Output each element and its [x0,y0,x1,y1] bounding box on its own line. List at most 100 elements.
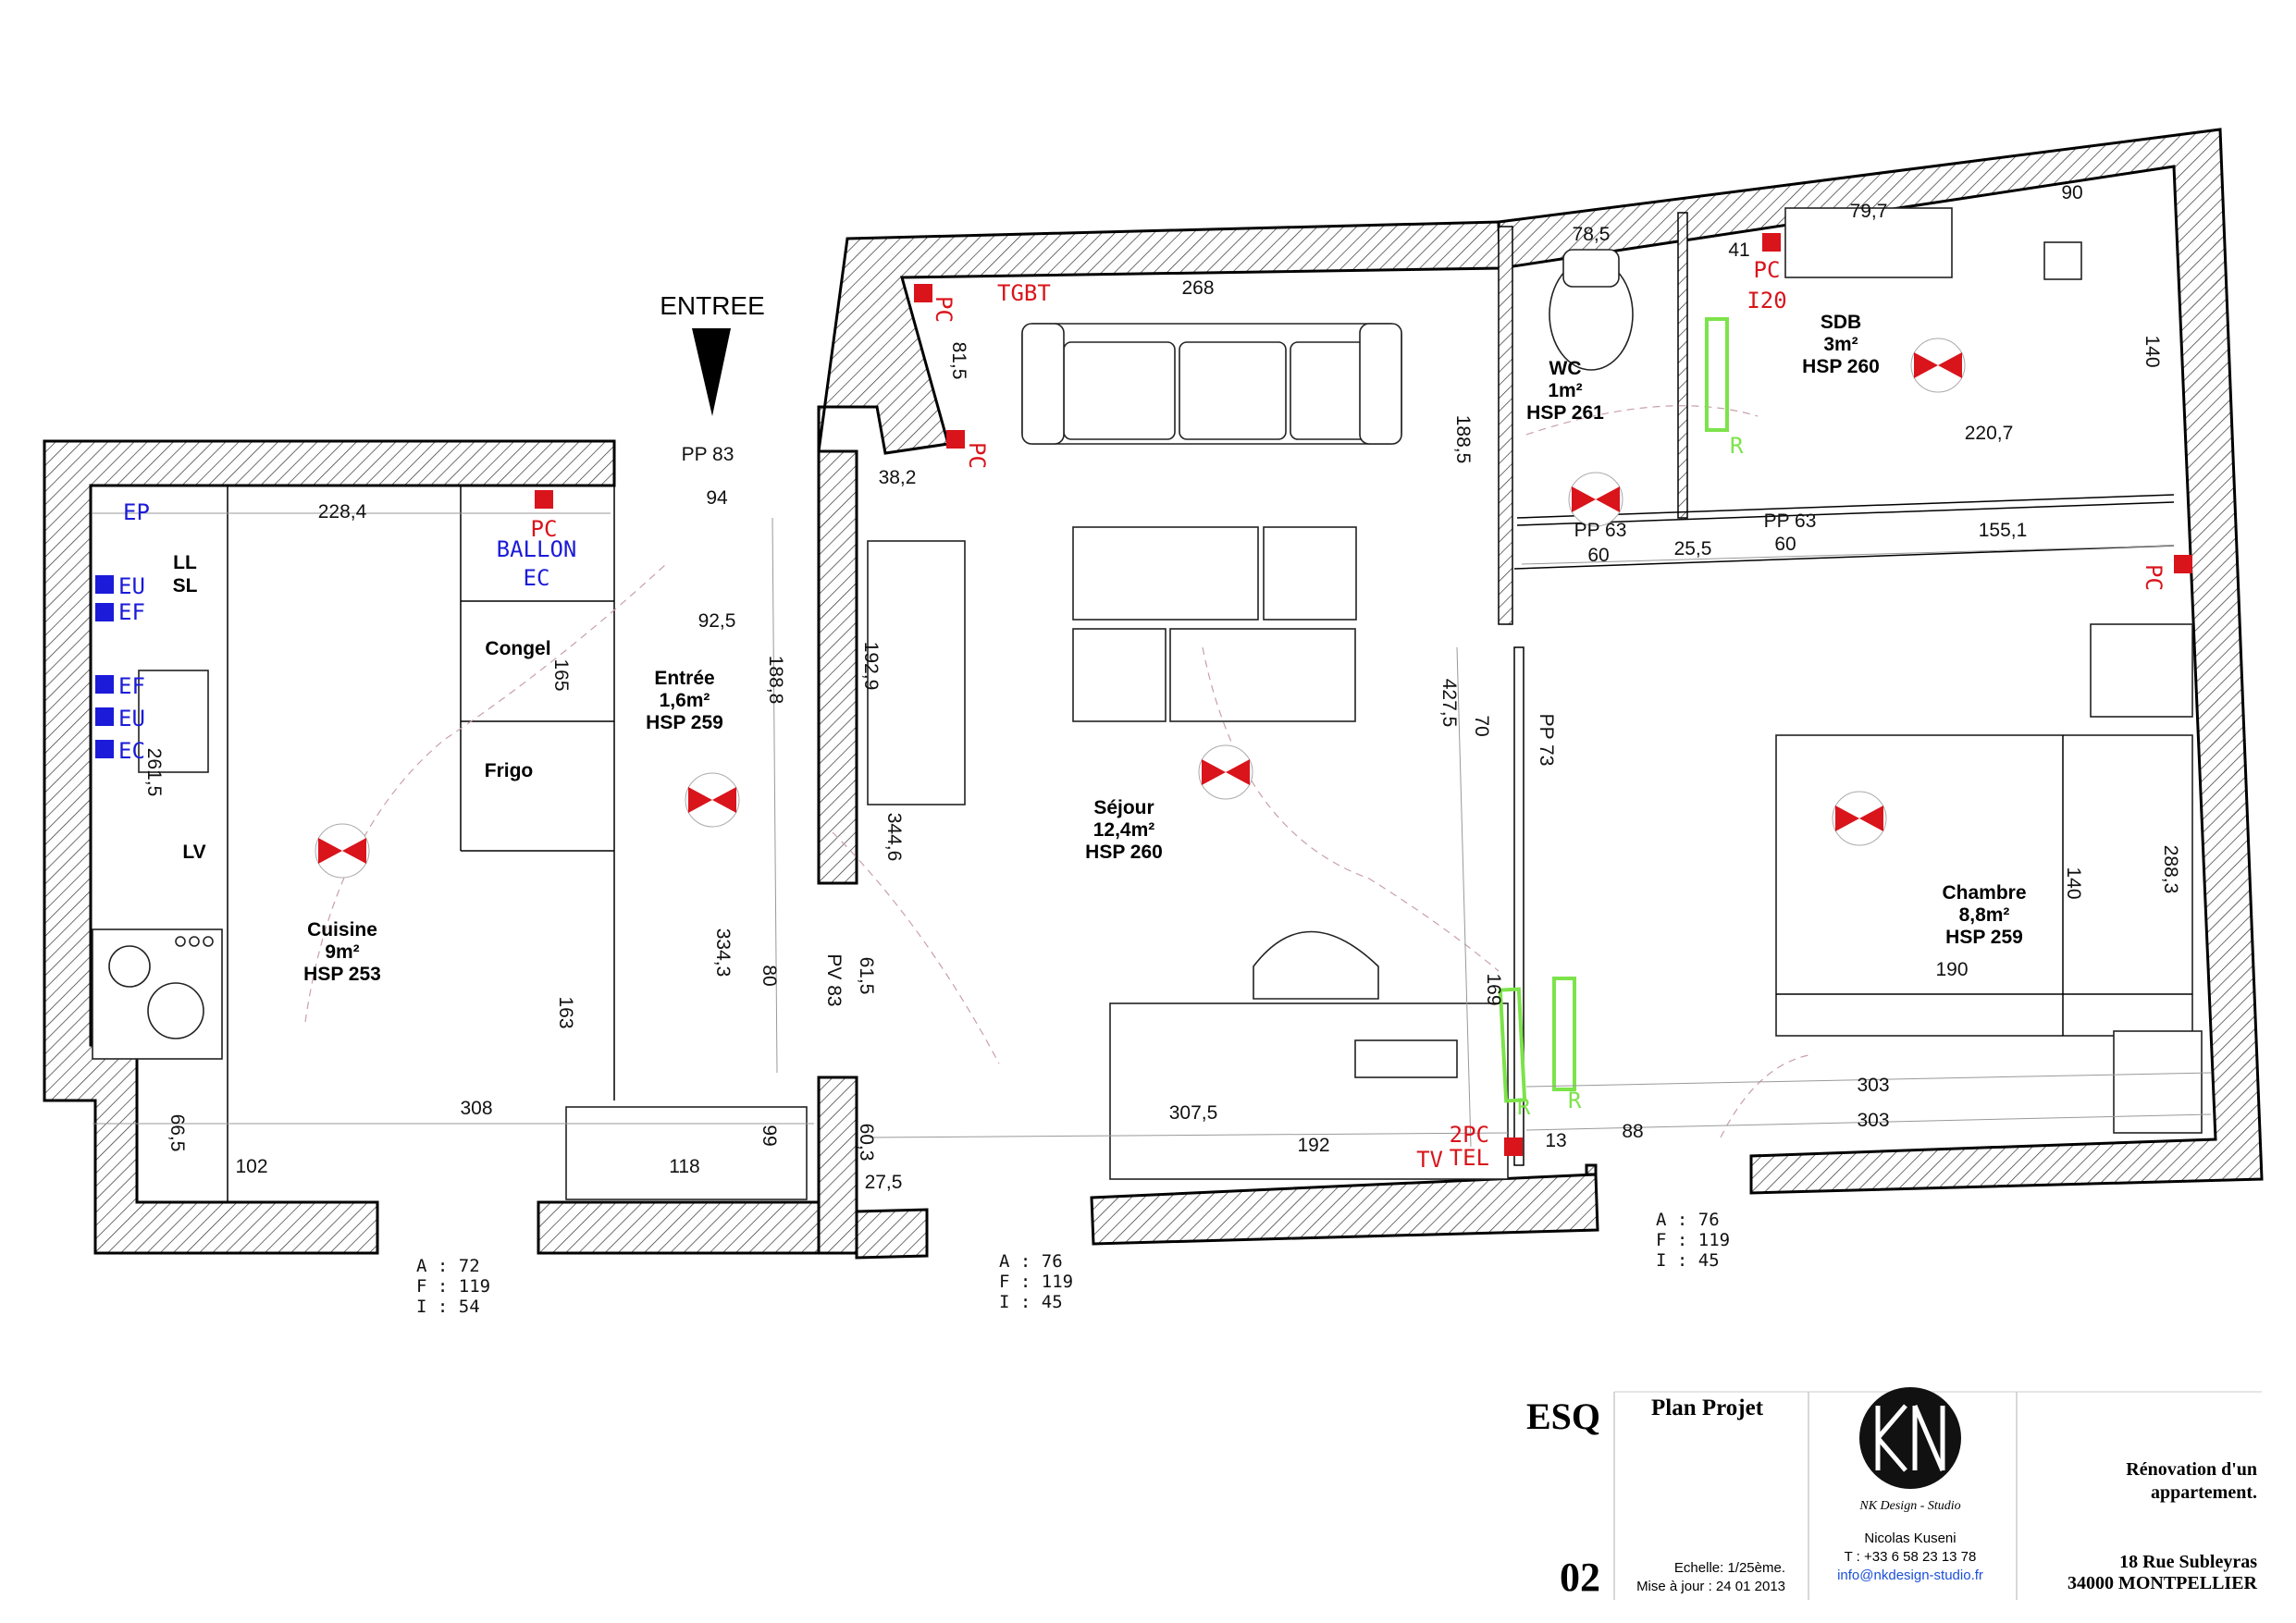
dimension: 80 [759,965,780,986]
project-address: 18 Rue Subleyras [2119,1552,2257,1572]
socket-label: 2PC [1450,1122,1489,1148]
socket-icon [914,284,932,302]
room-area: 8,8m² [1959,904,2010,926]
dimension: 92,5 [698,610,736,632]
window-spec: A : 76 [1656,1210,1720,1230]
plumbing-label: EU [118,573,145,599]
designer-email[interactable]: info@nkdesign-studio.fr [1837,1568,1983,1583]
window-spec: A : 72 [416,1256,480,1276]
dimension: 307,5 [1169,1102,1218,1124]
dimension: 41 [1728,240,1749,261]
scale: Echelle: 1/25ème. [1674,1560,1785,1576]
socket-label: PC [1754,257,1781,283]
dimension: 27,5 [865,1172,903,1193]
studio-logo-icon [1859,1387,1961,1489]
dimension: 140 [2142,335,2163,367]
plumbing-label: EP [123,499,150,525]
plumbing-label: EF [118,673,145,699]
dimension: 155,1 [1979,520,2028,541]
room-area: 9m² [325,941,359,963]
dimension: 140 [2063,867,2084,899]
dimension: 188,8 [765,656,786,705]
room-hsp: HSP 260 [1802,356,1880,377]
dimension: 118 [669,1156,699,1177]
dimension: 38,2 [879,467,917,488]
room-area: 1,6m² [660,690,710,711]
entrance-arrow-icon [692,328,731,416]
room-name: Séjour [1093,797,1154,818]
fixture-label: SL [173,575,198,596]
fixture-label: Frigo [485,760,534,781]
ceiling-light-icon [1910,338,1966,393]
room-name: Cuisine [307,919,377,941]
dimension: PP 63 [1764,510,1817,532]
dimension: 303 [1857,1110,1889,1131]
radiator-icon [1498,987,1527,1103]
room-area: 3m² [1823,334,1858,355]
plumbing-icon [95,603,114,621]
dimension: 90 [2061,182,2082,203]
room-name: WC [1549,358,1582,379]
wall-wc-left [1498,226,1513,625]
socket-icon [535,490,553,509]
dimension: 13 [1545,1130,1566,1151]
dimension: 60,3 [856,1124,877,1162]
radiator-label: R [1517,1094,1531,1120]
dimension: 165 [550,658,572,691]
plumbing-icon [95,707,114,726]
dimension: 192 [1297,1135,1329,1156]
plumbing-label: EU [118,706,145,732]
dimension: 261,5 [143,748,165,797]
wall-salon-bottom [1090,1173,1599,1246]
designer-name: Nicolas Kuseni [1864,1531,1956,1546]
window-spec: A : 76 [999,1251,1063,1272]
radiator-icon [1705,317,1729,432]
window-spec: F : 119 [999,1272,1073,1292]
dimension: 60 [1587,545,1609,566]
socket-label: PC [531,516,558,542]
wall-salon-bottom-right [1585,1163,1598,1176]
project-description: appartement. [2151,1482,2257,1503]
socket-label: PC [964,442,990,469]
dimension: 192,9 [860,642,882,691]
dimension: 427,5 [1438,679,1460,728]
wall-chambre-left [1513,646,1524,1166]
socket-icon [2174,555,2192,573]
dimension: 81,5 [948,342,969,380]
entrance-label: ENTREE [660,291,765,320]
window-spec: F : 119 [416,1276,490,1297]
wall-kitchen-bottom [537,1200,821,1255]
room-area: 1m² [1548,380,1582,401]
dimension: 308 [460,1098,492,1119]
room-area: 12,4m² [1093,819,1155,841]
fixture-label: Congel [485,638,550,659]
dimension: 99 [759,1125,780,1146]
dimension: 268 [1181,277,1214,299]
dimension: 163 [555,996,576,1028]
dimension: 66,5 [167,1114,188,1152]
room-name: Entrée [654,668,714,689]
dimension: 228,4 [318,501,367,523]
project-description: Rénovation d'un [2126,1459,2257,1480]
radiator-label: R [1730,433,1744,459]
socket-icon [1762,233,1781,252]
room-hsp: HSP 260 [1085,842,1163,863]
dimension: 102 [235,1156,267,1177]
room-name: Chambre [1942,882,2026,904]
wall-salon-bottom-left [855,1208,929,1260]
plumbing-icon [95,740,114,758]
dimension: PP 63 [1574,520,1627,541]
dimension: 190 [1935,959,1968,980]
wall-wc-right [1677,212,1688,519]
socket-label: PC [931,296,957,323]
dimension: 25,5 [1674,538,1712,559]
dimension: 220,7 [1965,423,2014,444]
socket-label: TEL [1450,1145,1489,1171]
ceiling-light-icon [1832,791,1887,846]
dimension: 94 [706,487,728,509]
dimension: 303 [1857,1075,1889,1096]
plumbing-icon [95,675,114,694]
window-spec: I : 45 [1656,1250,1720,1271]
drawing-code: ESQ [1526,1396,1600,1437]
